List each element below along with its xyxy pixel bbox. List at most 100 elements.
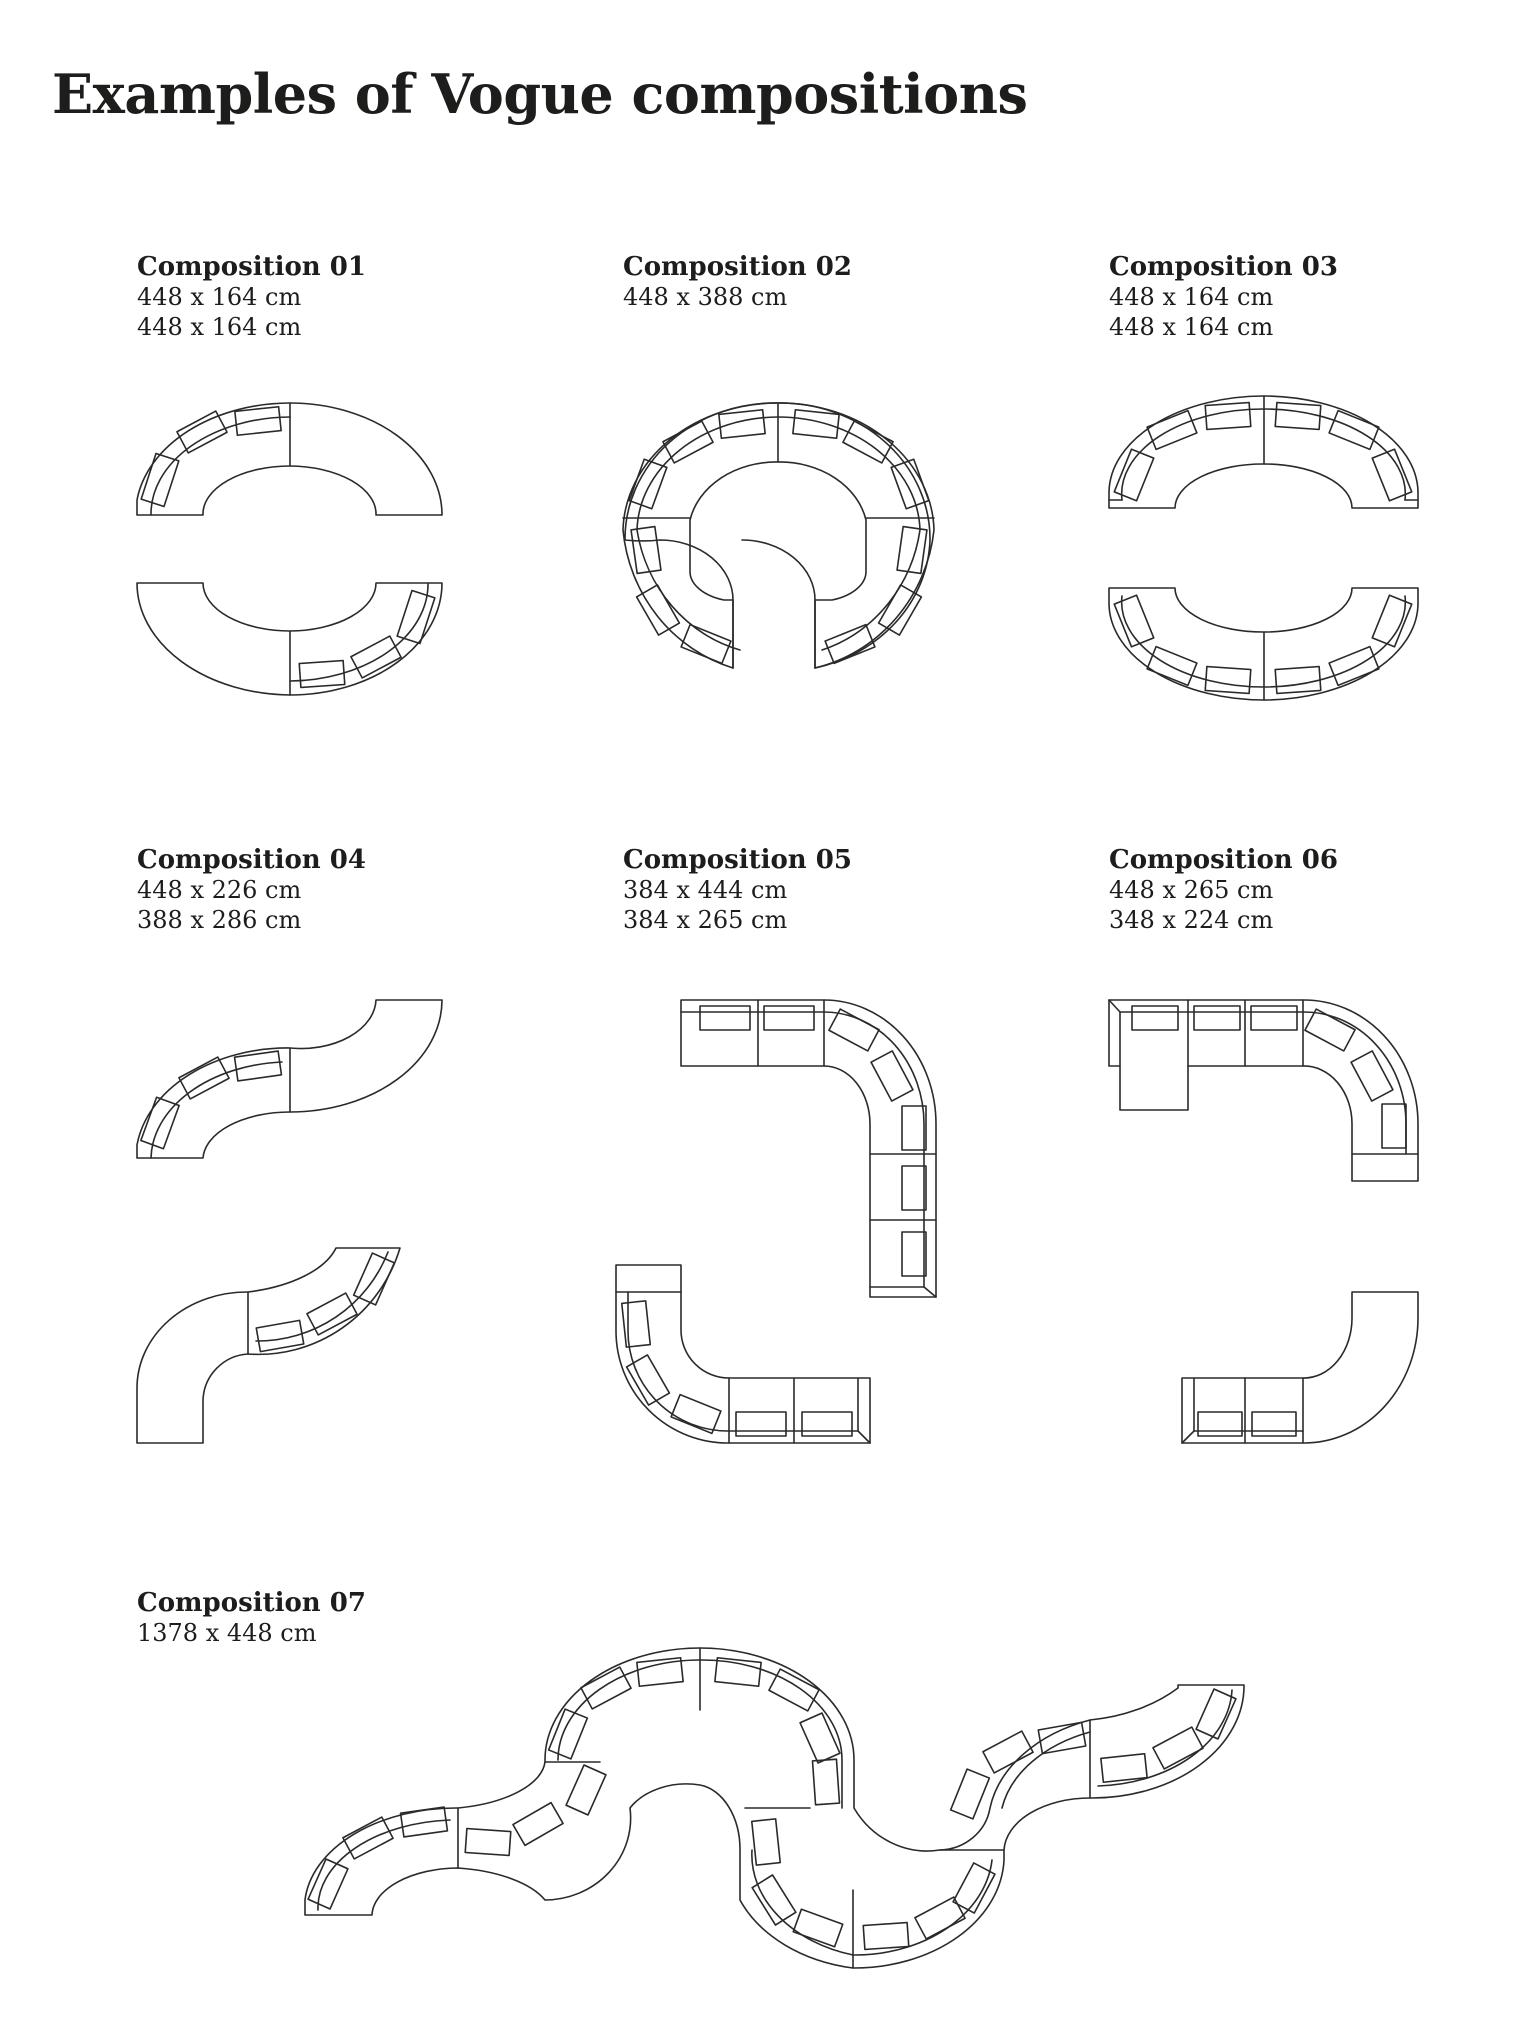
seat-cushion [735,1411,787,1437]
seat-cushion [255,1319,305,1353]
seat-cushion [1113,448,1155,502]
seat-cushion [828,1008,880,1052]
seat-cushion [1037,1721,1087,1755]
seat-cushion [877,584,923,636]
seat-cushion [1274,401,1322,431]
seat-cushion [1371,594,1413,648]
sofa-module-outline [1108,999,1419,1182]
seat-cushion [1328,409,1380,451]
composition-07-drawing [304,1647,1245,1969]
seat-cushion [896,525,928,575]
seat-cushion [464,1827,512,1857]
seat-cushion [824,623,876,665]
backrest-line [317,1819,451,1911]
seat-cushion [630,525,662,575]
seat-cushion [714,1656,762,1688]
seat-cushion [1250,1005,1298,1031]
composition-03-label: Composition 03 448 x 164 cm 448 x 164 cm [1109,252,1338,342]
seat-cushion [680,623,732,665]
seat-cushion [233,1050,283,1082]
seat-cushion [901,1105,927,1151]
seat-cushion [580,1666,632,1710]
seat-cushion [350,635,402,679]
sofa-module-outline [136,999,443,1159]
sofa-snake-outer [304,1647,1245,1969]
sofa-module-outline [680,999,937,1298]
seat-cushion [862,1921,910,1951]
seat-cushion [176,410,228,454]
seat-cushion [1371,448,1413,502]
seat-cushion [298,659,346,689]
seat-cushion [811,1758,841,1806]
backrest-line [751,1849,993,1956]
seat-cushion [140,1096,180,1150]
composition-dimension: 448 x 164 cm [137,313,302,341]
composition-dimension: 1378 x 448 cm [137,1619,317,1647]
seat-cushion [306,1292,358,1336]
seat-cushion [399,1806,449,1838]
seat-cushion [842,420,894,464]
seat-cushion [801,1411,853,1437]
composition-dimension: 388 x 286 cm [137,906,302,934]
seat-cushion [547,1708,589,1760]
seat-cushion [662,420,714,464]
seat-cushion [768,1668,820,1712]
seat-cushion [1304,1008,1356,1052]
composition-04-label: Composition 04 448 x 226 cm 388 x 286 cm [137,845,366,935]
seat-cushion [1152,1726,1204,1770]
seat-cushion [625,1354,671,1406]
page-title: Examples of Vogue compositions [52,62,1028,126]
seat-cushion [763,1005,815,1031]
composition-dimension: 384 x 444 cm [623,876,788,904]
composition-name: Composition 02 [623,252,852,282]
sofa-module-outline [1108,395,1419,509]
composition-04-drawing [136,999,443,1444]
backrest-line [1097,1689,1233,1787]
seat-cushion [751,1874,797,1926]
seat-cushion [1146,645,1198,687]
sofa-module-outline [136,582,443,696]
composition-dimension: 448 x 265 cm [1109,876,1274,904]
seat-cushion [178,1056,230,1100]
seat-cushion [565,1764,607,1816]
seat-cushion [1100,1752,1148,1784]
backrest-line [627,1291,871,1444]
seat-cushion [901,1231,927,1277]
seat-cushion [982,1730,1034,1774]
seat-cushion [750,1818,782,1866]
composition-dimension: 448 x 164 cm [1109,283,1274,311]
seat-cushion [949,1768,991,1820]
seat-cushion [914,1896,966,1940]
seat-cushion [901,1165,927,1211]
seat-cushion [635,584,681,636]
sofa-module-outline [136,402,443,516]
seat-cushion [1195,1688,1237,1740]
backrest-line [150,1061,283,1159]
seat-cushion [512,1801,564,1847]
seat-cushion [718,408,766,440]
sofa-module-outline [1108,587,1419,701]
seat-cushion [1197,1411,1243,1437]
backrest-line [1108,999,1407,1155]
composition-02-label: Composition 02 448 x 388 cm [623,252,852,312]
composition-06-label: Composition 06 448 x 265 cm 348 x 224 cm [1109,845,1338,935]
composition-03-drawing [1108,395,1419,701]
seat-cushion [1350,1050,1394,1102]
composition-05-drawing [615,999,937,1444]
composition-dimension: 448 x 164 cm [1109,313,1274,341]
seat-cushion [699,1005,751,1031]
sofa-ring-inner [689,461,867,669]
backrest-line [557,1659,843,1809]
composition-name: Composition 07 [137,1588,366,1618]
backrest-line [823,1011,937,1298]
composition-01-drawing [136,402,443,696]
composition-dimension: 448 x 164 cm [137,283,302,311]
seat-cushion [352,1252,396,1306]
backrest-line [1001,1731,1091,1809]
seat-cushion [1381,1103,1407,1149]
seat-cushion [1146,409,1198,451]
composition-name: Composition 06 [1109,845,1338,875]
composition-dimension: 448 x 226 cm [137,876,302,904]
seat-cushion [1251,1411,1297,1437]
seat-cushion [620,1300,652,1348]
